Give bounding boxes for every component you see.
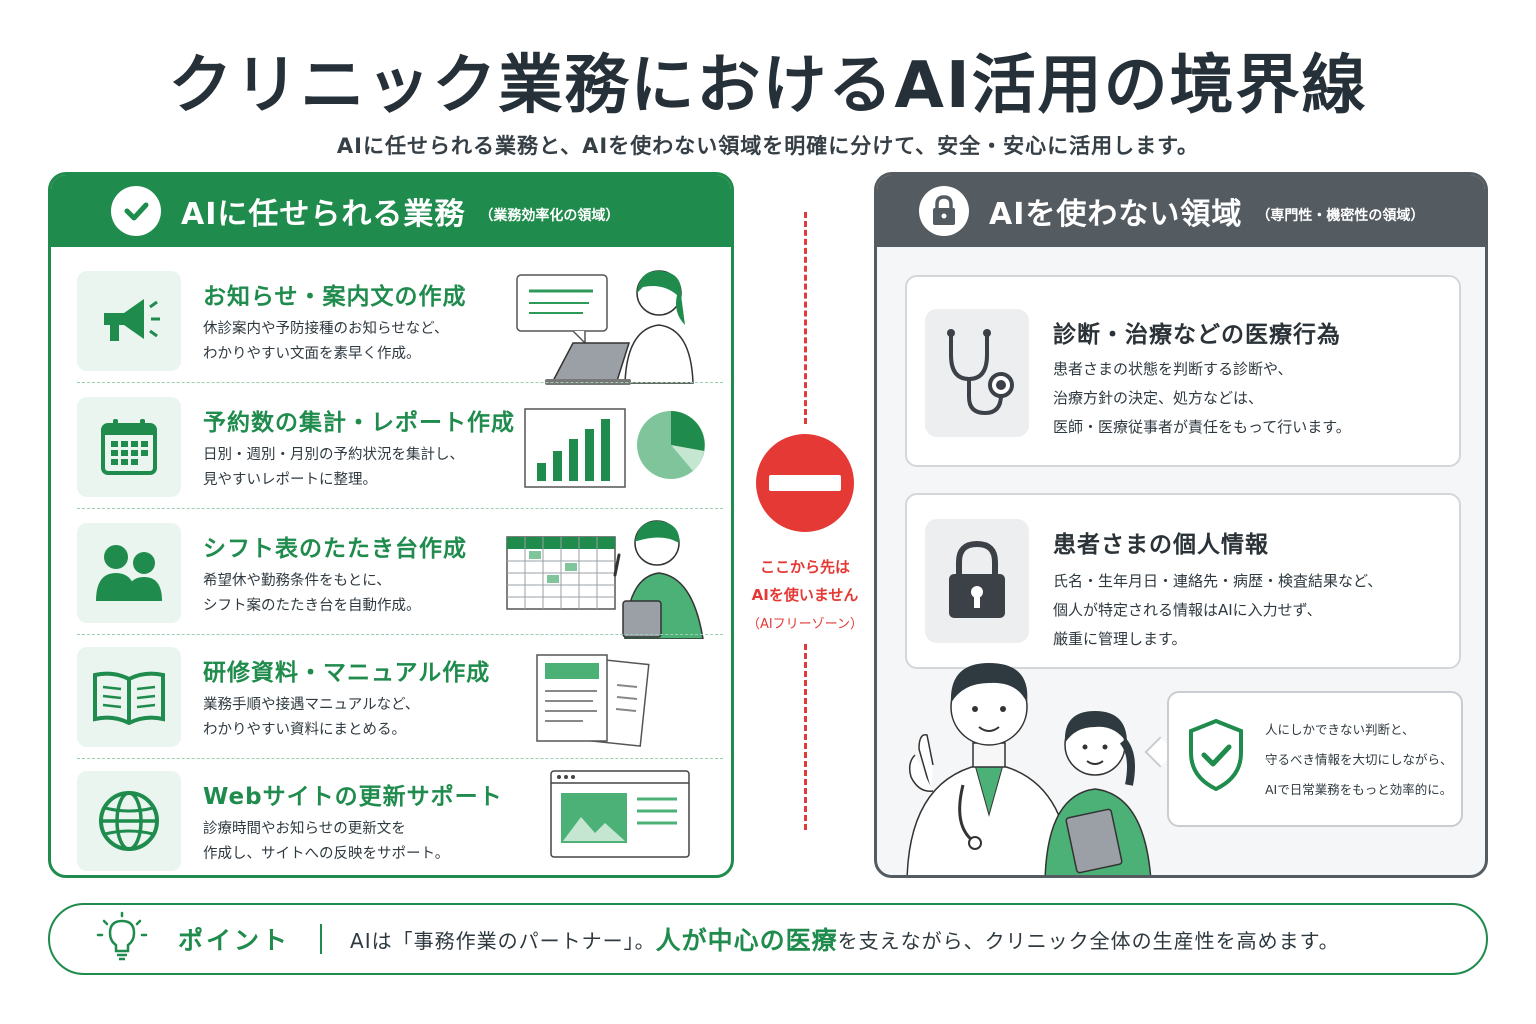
task-desc: 診療時間やお知らせの更新文を作成し、サイトへの反映をサポート。 — [203, 821, 450, 862]
no-ai-subtitle: （専門性・機密性の領域） — [1256, 208, 1425, 224]
no-entry-icon — [756, 434, 854, 532]
task-desc: 業務手順や接遇マニュアルなど、わかりやすい資料にまとめる。 — [203, 697, 420, 738]
card-title: 診断・治療などの医療行為 — [1053, 322, 1341, 348]
task-desc: 希望休や勤務条件をもとに、シフト案のたたき台を自動作成。 — [203, 573, 421, 614]
task-item-report: 予約数の集計・レポート作成 日別・週別・月別の予約状況を集計し、見やすいレポート… — [73, 385, 723, 509]
doctor-nurse-illustration — [889, 645, 1159, 875]
ai-tasks-panel: AIに任せられる業務 （業務効率化の領域） お知らせ・案内文の作成 休診案内や予… — [48, 172, 734, 878]
globe-icon — [77, 771, 181, 871]
page-subtitle: AIに任せられる業務と、AIを使わない領域を明確に分けて、安全・安心に活用します… — [336, 134, 1200, 158]
ai-free-zone-line2: AIを使いません — [751, 586, 859, 604]
ai-tasks-subtitle: （業務効率化の領域） — [479, 208, 620, 224]
ai-free-zone-line1: ここから先は — [759, 558, 850, 576]
point-text-2: を支えながら、クリニック全体の生産性を高めます。 — [837, 928, 1340, 953]
task-desc: 日別・週別・月別の予約状況を集計し、見やすいレポートに整理。 — [203, 447, 464, 488]
card-title: 患者さまの個人情報 — [1053, 532, 1269, 558]
boundary-line-bottom — [804, 644, 807, 830]
task-title: 予約数の集計・レポート作成 — [203, 410, 515, 436]
stethoscope-icon — [925, 309, 1029, 437]
lightbulb-icon — [96, 911, 148, 967]
check-icon — [111, 186, 161, 236]
point-text-1: AIは「事務作業のパートナー」。 — [350, 928, 656, 953]
boundary-line-top — [804, 212, 807, 424]
page-title: クリニック業務におけるAI活用の境界線 — [168, 49, 1368, 123]
task-title: Webサイトの更新サポート — [203, 784, 503, 810]
task-title: シフト表のたたき台作成 — [203, 536, 467, 562]
lock-icon — [919, 186, 969, 236]
card-desc: 氏名・生年月日・連絡先・病歴・検査結果など、個人が特定される情報はAIに入力せず… — [1053, 572, 1383, 648]
task-item-shift: シフト表のたたき台作成 希望休や勤務条件をもとに、シフト案のたたき台を自動作成。 — [73, 511, 723, 640]
no-ai-panel: AIを使わない領域 （専門性・機密性の領域） 診断・治療などの医療行為 患者さま… — [874, 172, 1488, 878]
no-ai-header: AIを使わない領域 （専門性・機密性の領域） — [877, 175, 1485, 247]
staff-laptop-illustration — [513, 263, 713, 391]
padlock-icon — [925, 519, 1029, 643]
ai-tasks-header: AIに任せられる業務 （業務効率化の領域） — [51, 175, 731, 247]
card-personal-info: 患者さまの個人情報 氏名・生年月日・連絡先・病歴・検査結果など、個人が特定される… — [905, 493, 1461, 669]
task-item-website: Webサイトの更新サポート 診療時間やお知らせの更新文を作成し、サイトへの反映を… — [73, 759, 723, 875]
no-ai-title: AIを使わない領域 — [989, 197, 1243, 232]
megaphone-icon — [77, 271, 181, 371]
chart-illustration — [523, 389, 713, 503]
shield-check-icon — [1185, 717, 1247, 797]
task-title: お知らせ・案内文の作成 — [203, 284, 467, 310]
website-illustration — [549, 769, 693, 865]
ai-tasks-title: AIに任せられる業務 — [181, 197, 466, 232]
bubble-text: 人にしかできない判断と、守るべき情報を大切にしながら、AIで日常業務をもっと効率… — [1265, 722, 1453, 797]
documents-illustration — [533, 639, 653, 753]
point-highlight: 人が中心の医療 — [655, 926, 838, 955]
task-item-manual: 研修資料・マニュアル作成 業務手順や接遇マニュアルなど、わかりやすい資料にまとめ… — [73, 635, 723, 759]
card-medical-practice: 診断・治療などの医療行為 患者さまの状態を判断する診断や、治療方針の決定、処方な… — [905, 275, 1461, 467]
book-icon — [77, 647, 181, 747]
card-desc: 患者さまの状態を判断する診断や、治療方針の決定、処方などは、医師・医療従事者が責… — [1053, 360, 1351, 436]
message-bubble: 人にしかできない判断と、守るべき情報を大切にしながら、AIで日常業務をもっと効率… — [1167, 691, 1463, 827]
people-icon — [77, 523, 181, 623]
separator — [320, 924, 323, 954]
point-label: ポイント — [178, 926, 291, 955]
task-desc: 休診案内や予防接種のお知らせなど、わかりやすい文面を素早く作成。 — [203, 321, 449, 362]
task-item-announcement: お知らせ・案内文の作成 休診案内や予防接種のお知らせなど、わかりやすい文面を素早… — [73, 259, 723, 385]
calendar-icon — [77, 397, 181, 497]
task-title: 研修資料・マニュアル作成 — [203, 660, 491, 686]
staff-tablet-illustration — [503, 515, 713, 643]
ai-free-zone-label: （AIフリーゾーン） — [746, 617, 864, 632]
point-banner: ポイント AIは「事務作業のパートナー」。 人が中心の医療 を支えながら、クリニ… — [48, 903, 1488, 975]
